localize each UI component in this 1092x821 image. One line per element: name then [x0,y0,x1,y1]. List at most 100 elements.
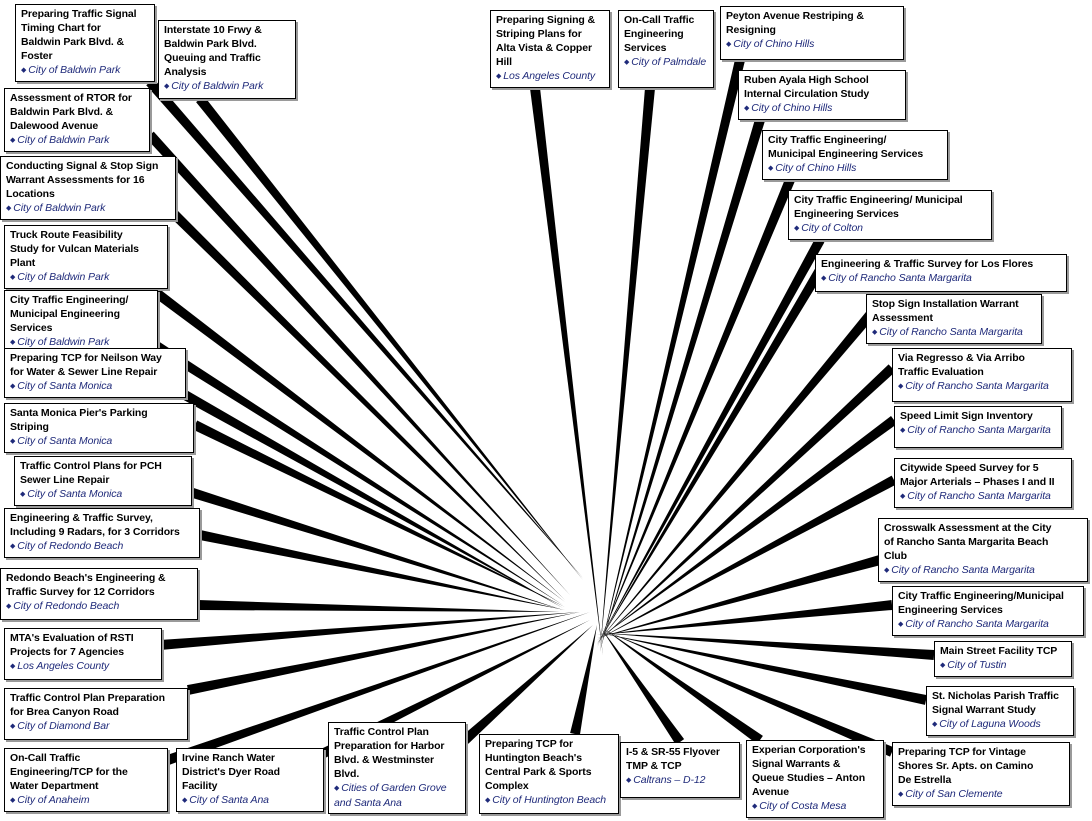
project-client: City of Redondo Beach [6,599,193,614]
project-title: Engineering & Traffic Survey, Including … [10,512,180,538]
spoke-21 [600,633,928,705]
project-client: City of Huntington Beach [485,793,614,808]
project-card-engineering-traffic-survey-including-9-r: Engineering & Traffic Survey, Including … [4,508,200,558]
project-card-on-call-traffic-engineering-tcp-for-the-: On-Call Traffic Engineering/TCP for the … [4,748,168,812]
project-client: City of Colton [794,221,987,236]
project-title: Santa Monica Pier's Parking Striping [10,407,148,433]
project-client: City of Santa Ana [182,793,319,808]
project-card-traffic-control-plan-preparation-for-bre: Traffic Control Plan Preparation for Bre… [4,688,188,740]
project-card-traffic-control-plans-for-pch-sewer-line: Traffic Control Plans for PCH Sewer Line… [14,456,192,506]
project-title: Peyton Avenue Restriping & Resigning [726,10,864,36]
project-card-on-call-traffic-engineering-services: On-Call Traffic Engineering ServicesCity… [618,10,714,88]
project-client: City of Rancho Santa Margarita [872,325,1037,340]
spoke-2 [196,95,583,580]
project-title: Preparing TCP for Huntington Beach's Cen… [485,738,592,792]
project-client: City of Anaheim [10,793,163,808]
project-title: City Traffic Engineering/ Municipal Engi… [768,134,924,160]
project-title: Redondo Beach's Engineering & Traffic Su… [6,572,166,598]
spoke-4 [166,206,565,600]
project-client: City of Redondo Beach [10,539,195,554]
spoke-18 [601,628,685,745]
project-client: City of Rancho Santa Margarita [900,423,1057,438]
spoke-33 [600,58,745,653]
spoke-1 [146,78,584,578]
project-card-st-nicholas-parish-traffic-signal-warran: St. Nicholas Parish Traffic Signal Warra… [926,686,1074,736]
project-card-via-regresso-via-arribo-traffic-evaluati: Via Regresso & Via Arribo Traffic Evalua… [892,348,1072,402]
project-card-redondo-beach-s-engineering-traffic-surv: Redondo Beach's Engineering & Traffic Su… [0,568,198,620]
project-card-ruben-ayala-high-school-internal-circula: Ruben Ayala High School Internal Circula… [738,70,906,120]
project-card-santa-monica-pier-s-parking-striping: Santa Monica Pier's Parking StripingCity… [4,403,194,453]
project-title: Crosswalk Assessment at the City of Ranc… [884,522,1052,562]
project-card-assessment-of-rtor-for-baldwin-park-blvd: Assessment of RTOR for Baldwin Park Blvd… [4,88,150,152]
project-card-preparing-tcp-for-neilson-way-for-water-: Preparing TCP for Neilson Way for Water … [4,348,186,398]
project-client: City of Palmdale [624,55,709,70]
project-client: City of Rancho Santa Margarita [884,563,1083,578]
spoke-7 [182,390,563,608]
project-card-conducting-signal-stop-sign-warrant-asse: Conducting Signal & Stop Sign Warrant As… [0,156,176,220]
project-client: City of Diamond Bar [10,719,183,734]
project-title: On-Call Traffic Engineering Services [624,14,695,54]
project-card-i-5-sr-55-flyover-tmp-tcp: I-5 & SR-55 Flyover TMP & TCPCaltrans – … [620,742,740,798]
project-title: Preparing Signing & Striping Plans for A… [496,14,596,68]
project-card-truck-route-feasibility-study-for-vulcan: Truck Route Feasibility Study for Vulcan… [4,225,168,289]
spoke-26 [597,415,897,640]
project-title: City Traffic Engineering/ Municipal Engi… [10,294,129,334]
project-client: Los Angeles County [496,69,605,84]
spoke-28 [597,311,874,643]
project-title: City Traffic Engineering/ Municipal Engi… [794,194,963,220]
spoke-19 [603,628,763,745]
project-card-experian-corporation-s-signal-warrants-q: Experian Corporation's Signal Warrants &… [746,740,884,818]
project-card-city-traffic-engineering-municipal-engin: City Traffic Engineering/ Municipal Engi… [762,130,948,180]
project-title: Preparing TCP for Vintage Shores Sr. Apt… [898,746,1034,786]
project-title: Preparing Traffic Signal Timing Chart fo… [21,8,137,62]
project-card-engineering-traffic-survey-for-los-flore: Engineering & Traffic Survey for Los Flo… [815,254,1067,292]
project-client: City of Tustin [940,658,1067,673]
project-client: Los Angeles County [10,659,157,674]
spoke-35 [530,87,603,657]
project-title: Conducting Signal & Stop Sign Warrant As… [6,160,159,200]
spoke-20 [603,630,894,757]
spoke-12 [159,612,581,650]
spoke-8 [192,420,565,607]
project-client: Cities of Garden Grove and Santa Ana [334,781,461,810]
project-card-peyton-avenue-restriping-resigning: Peyton Avenue Restriping & ResigningCity… [720,6,904,60]
project-title: City Traffic Engineering/Municipal Engin… [898,590,1064,616]
project-client: City of Baldwin Park [10,270,163,285]
project-client: City of Laguna Woods [932,717,1069,732]
project-card-crosswalk-assessment-at-the-city-of-ranc: Crosswalk Assessment at the City of Ranc… [878,518,1088,582]
project-client: City of Baldwin Park [6,201,171,216]
project-title: Engineering & Traffic Survey for Los Flo… [821,258,1034,270]
spoke-22 [600,633,935,660]
project-title: St. Nicholas Parish Traffic Signal Warra… [932,690,1059,716]
spoke-34 [600,87,655,652]
project-card-city-traffic-engineering-municipal-engin: City Traffic Engineering/Municipal Engin… [892,586,1084,636]
project-card-traffic-control-plan-preparation-for-har: Traffic Control Plan Preparation for Har… [328,722,466,814]
project-client: Caltrans – D-12 [626,773,735,788]
spoke-23 [597,600,893,635]
spoke-31 [597,178,795,649]
project-card-preparing-tcp-for-vintage-shores-sr-apts: Preparing TCP for Vintage Shores Sr. Apt… [892,742,1070,806]
spoke-24 [597,555,882,638]
spoke-27 [597,364,896,643]
project-title: Assessment of RTOR for Baldwin Park Blvd… [10,92,132,132]
project-client: City of Rancho Santa Margarita [900,489,1067,504]
spoke-32 [600,118,765,650]
project-title: Main Street Facility TCP [940,645,1058,657]
project-title: Interstate 10 Frwy & Baldwin Park Blvd. … [164,24,262,78]
spoke-29 [597,267,825,645]
spoke-16 [461,625,593,744]
project-title: Preparing TCP for Neilson Way for Water … [10,352,162,378]
spoke-17 [570,625,597,735]
project-title: Traffic Control Plan Preparation for Bre… [10,692,165,718]
project-card-interstate-10-frwy-baldwin-park-blvd-que: Interstate 10 Frwy & Baldwin Park Blvd. … [158,20,296,99]
project-client: City of Baldwin Park [10,335,153,350]
project-client: City of Costa Mesa [752,799,879,814]
project-client: City of Santa Monica [10,379,181,394]
spoke-5 [146,284,565,602]
project-client: City of Baldwin Park [21,63,150,78]
project-title: Traffic Control Plan Preparation for Har… [334,726,445,780]
project-title: MTA's Evaluation of RSTI Projects for 7 … [10,632,134,658]
spoke-14 [166,612,590,765]
project-title: On-Call Traffic Engineering/TCP for the … [10,752,128,792]
project-card-city-traffic-engineering-municipal-engin: City Traffic Engineering/ Municipal Engi… [4,290,158,354]
